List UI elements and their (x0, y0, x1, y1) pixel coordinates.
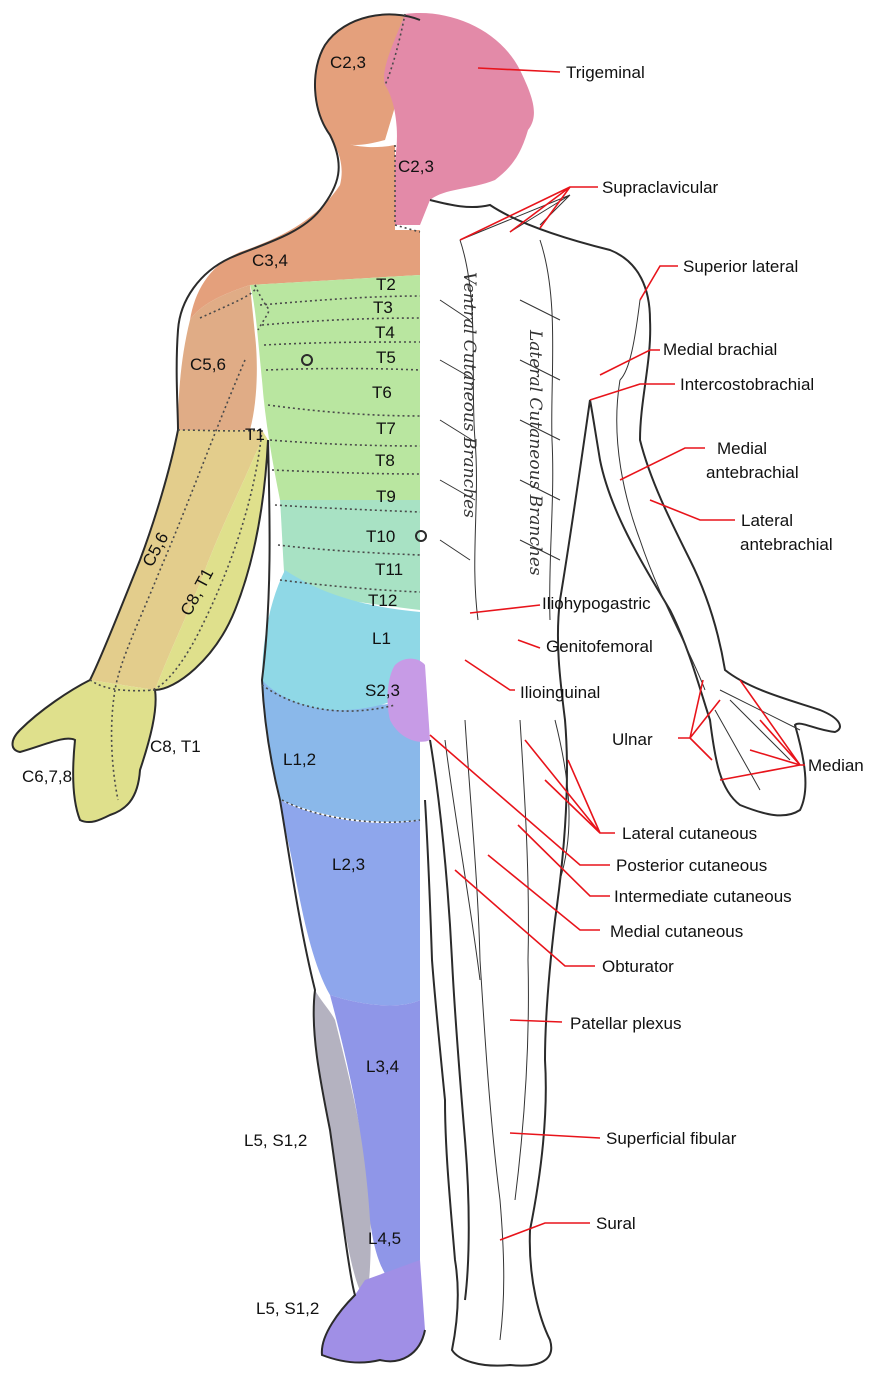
label-t4: T4 (375, 323, 395, 342)
leader-medial-cutaneous (488, 855, 600, 930)
colored-dermatome-half: C2,3 C2,3 C3,4 C5,6 T1 C5,6 C8, T1 C8, T… (13, 13, 534, 1362)
label-t9: T9 (376, 487, 396, 506)
label-t8: T8 (375, 451, 395, 470)
label-obturator: Obturator (602, 957, 674, 976)
inner-leg-outline (430, 740, 469, 1300)
cutaneous-nerve-half: Ventral Cutaneous Branches Lateral Cutan… (425, 195, 840, 1366)
label-sural: Sural (596, 1214, 636, 1233)
label-l34: L3,4 (366, 1057, 399, 1076)
lateral-branches-script: Lateral Cutaneous Branches (525, 329, 545, 576)
label-iliohypogastric: Iliohypogastric (542, 594, 651, 613)
leader-lateral-cutaneous (525, 740, 615, 833)
label-t3: T3 (373, 298, 393, 317)
label-t5: T5 (376, 348, 396, 367)
leader-genitofemoral (518, 640, 540, 648)
label-t7: T7 (376, 419, 396, 438)
label-ulnar: Ulnar (612, 730, 653, 749)
label-ilioinguinal: Ilioinguinal (520, 683, 600, 702)
leader-superior-lateral (640, 266, 678, 300)
label-l12: L1,2 (283, 750, 316, 769)
label-l23: L2,3 (332, 855, 365, 874)
ventral-branches-script: Ventral Cutaneous Branches (459, 272, 479, 518)
leader-patellar-plexus (510, 1020, 562, 1022)
label-l45: L4,5 (368, 1229, 401, 1248)
leader-iliohypogastric (470, 605, 540, 613)
label-intercostobrachial: Intercostobrachial (680, 375, 814, 394)
label-c34: C3,4 (252, 251, 288, 270)
nerve-branch (620, 300, 640, 380)
label-l5s12-calf: L5, S1,2 (244, 1131, 307, 1150)
label-c678: C6,7,8 (22, 767, 72, 786)
region-foot (322, 1260, 425, 1362)
label-lateral-antebrachial-1: Lateral (741, 511, 793, 530)
region-trigeminal (384, 13, 534, 225)
label-genitofemoral: Genitofemoral (546, 637, 653, 656)
label-t12: T12 (368, 591, 397, 610)
label-superior-lateral: Superior lateral (683, 257, 798, 276)
leader-median (720, 680, 805, 780)
label-t11: T11 (375, 560, 403, 579)
label-medial-antebrachial-2: antebrachial (706, 463, 799, 482)
leader-superficial-fibular (510, 1133, 600, 1138)
label-medial-antebrachial-1: Medial (717, 439, 767, 458)
leader-sural (500, 1223, 590, 1240)
label-c8t1-hand: C8, T1 (150, 737, 201, 756)
label-lateral-cutaneous: Lateral cutaneous (622, 824, 757, 843)
label-t6: T6 (372, 383, 392, 402)
label-medial-brachial: Medial brachial (663, 340, 777, 359)
label-t10: T10 (366, 527, 395, 546)
label-l5s12-foot: L5, S1,2 (256, 1299, 319, 1318)
label-trigeminal: Trigeminal (566, 63, 645, 82)
label-t1-arm: T1 (245, 425, 265, 444)
nerve-branches (440, 195, 800, 1340)
label-posterior-cutaneous: Posterior cutaneous (616, 856, 767, 875)
label-superficial-fibular: Superficial fibular (606, 1129, 737, 1148)
label-medial-cutaneous: Medial cutaneous (610, 922, 743, 941)
leader-intercostobrachial (590, 384, 675, 400)
label-l1: L1 (372, 629, 391, 648)
region-hand (13, 680, 156, 822)
leader-posterior-cutaneous (430, 735, 610, 865)
nerve-branch (465, 720, 504, 1340)
label-patellar-plexus: Patellar plexus (570, 1014, 682, 1033)
label-t2: T2 (376, 275, 396, 294)
leader-ilioinguinal (465, 660, 515, 690)
label-lateral-antebrachial-2: antebrachial (740, 535, 833, 554)
leader-medial-antebrachial (620, 448, 705, 480)
leader-medial-brachial (600, 350, 660, 375)
region-l23 (280, 800, 420, 1005)
label-c23-head: C2,3 (330, 53, 366, 72)
label-median: Median (808, 756, 864, 775)
label-c56-shoulder: C5,6 (190, 355, 226, 374)
label-supraclavicular: Supraclavicular (602, 178, 719, 197)
label-s23: S2,3 (365, 681, 400, 700)
nerve-branch (515, 720, 528, 1200)
label-c23-neck: C2,3 (398, 157, 434, 176)
label-intermediate-cutaneous: Intermediate cutaneous (614, 887, 792, 906)
